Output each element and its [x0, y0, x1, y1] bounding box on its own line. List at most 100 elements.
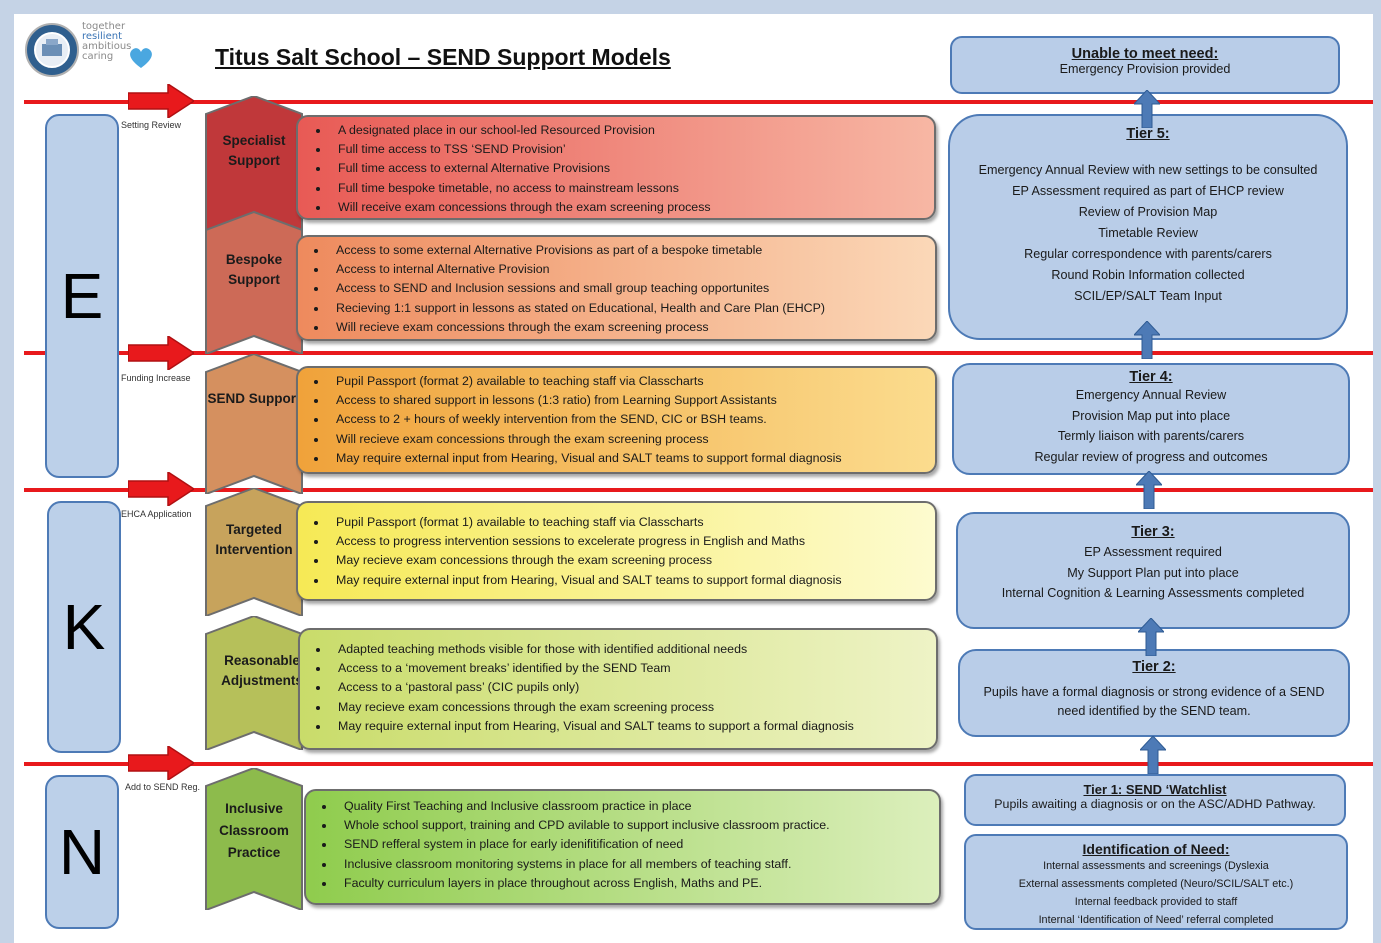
page-title: Titus Salt School – SEND Support Models: [215, 44, 671, 70]
up-arrow-icon: [1136, 471, 1162, 509]
bullet-item: Pupil Passport (format 2) available to t…: [328, 372, 927, 391]
panel-inclusive-classroom-practice: Quality First Teaching and Inclusive cla…: [304, 789, 941, 905]
right-arrow-icon: [128, 472, 194, 506]
tier-5: Tier 5: Emergency Annual Review with new…: [948, 114, 1348, 340]
bullet-item: Whole school support, training and CPD a…: [336, 816, 931, 835]
chevron-targeted-intervention: [205, 488, 303, 616]
heart-icon: [130, 48, 152, 68]
right-arrow-icon: [128, 746, 194, 780]
tier-line: EP Assessment required as part of EHCP r…: [1012, 184, 1284, 198]
chevron-label: Reasonable Adjustments: [221, 653, 303, 688]
tier-line: need identified by the SEND team.: [1057, 704, 1251, 718]
tier-1: Tier 1: SEND ‘Watchlist Pupils awaiting …: [964, 774, 1346, 826]
bullet-item: May require external input from Hearing,…: [328, 571, 927, 590]
bullet-item: Will recieve exam concessions through th…: [328, 430, 927, 449]
tier-line: Internal assessments and screenings (Dys…: [1043, 860, 1269, 872]
stage-letter-e: E: [45, 114, 119, 478]
chevron-specialist-support: [205, 96, 303, 230]
bullet-item: Access to progress intervention sessions…: [328, 532, 927, 551]
tier-3: Tier 3: EP Assessment required My Suppor…: [956, 512, 1350, 629]
bullet-item: May recieve exam concessions through the…: [330, 698, 928, 717]
tier-heading: Tier 2:: [1132, 659, 1176, 675]
bullet-item: Access to some external Alternative Prov…: [328, 241, 927, 260]
tier-line: Regular review of progress and outcomes: [1034, 449, 1268, 464]
logo-word-caring: caring: [82, 51, 114, 62]
school-crest-icon: [25, 23, 79, 77]
arrow-label-funding-increase: Funding Increase: [121, 373, 191, 383]
tier-2: Tier 2: Pupils have a formal diagnosis o…: [958, 649, 1350, 737]
tier-heading: Tier 5:: [1126, 126, 1170, 142]
tier-heading: Identification of Need:: [1082, 841, 1230, 857]
bullet-item: May recieve exam concessions through the…: [328, 551, 927, 570]
tier-line: Emergency Annual Review with new setting…: [978, 163, 1318, 177]
right-arrow-icon: [128, 84, 194, 118]
up-arrow-icon: [1134, 321, 1160, 359]
stage-letter-n: N: [45, 775, 119, 929]
tier-line: Internal ‘Identification of Need’ referr…: [1038, 914, 1274, 926]
bullet-item: Access to a ‘pastoral pass’ (CIC pupils …: [330, 678, 928, 697]
bullet-item: Access to internal Alternative Provision: [328, 260, 927, 279]
tier-line: Regular correspondence with parents/care…: [1024, 247, 1272, 261]
bullet-item: Access to 2 + hours of weekly interventi…: [328, 410, 927, 429]
chevron-send-support: [205, 354, 303, 494]
tier-heading: Unable to meet need:: [1071, 46, 1219, 62]
tier-line: EP Assessment required: [1084, 545, 1222, 559]
tier-identification-of-need: Identification of Need: Internal assessm…: [964, 834, 1348, 930]
bullet-item: May require external input from Hearing,…: [330, 717, 928, 736]
chevron-label: Inclusive Classroom Practice: [219, 801, 289, 860]
bullet-item: Quality First Teaching and Inclusive cla…: [336, 797, 931, 816]
logo-word-resilient: resilient: [82, 31, 122, 42]
bullet-item: Full time access to external Alternative…: [330, 159, 926, 178]
bullet-item: Pupil Passport (format 1) available to t…: [328, 513, 927, 532]
stage-divider-line: [24, 100, 1373, 104]
arrow-label-setting-review: Setting Review: [121, 120, 182, 130]
up-arrow-icon: [1134, 90, 1160, 128]
arrow-label-add-to-send-reg: Add to SEND Reg.: [125, 782, 201, 792]
chevron-label: Targeted Intervention: [215, 522, 293, 557]
tier-line: Provision Map put into place: [1071, 408, 1231, 423]
chevron-label: Specialist Support: [222, 133, 286, 168]
logo-values: together resilient ambitious caring: [82, 22, 131, 62]
chevron-label: Bespoke Support: [225, 252, 283, 287]
bullet-item: SEND refferal system in place for early …: [336, 835, 931, 854]
tier-4: Tier 4: Emergency Annual Review Provisio…: [952, 363, 1350, 475]
stage-letter-k: K: [47, 501, 121, 753]
bullet-item: Adapted teaching methods visible for tho…: [330, 640, 928, 659]
bullet-item: Will recieve exam concessions through th…: [328, 318, 927, 337]
bullet-item: Full time bespoke timetable, no access t…: [330, 179, 926, 198]
tier-line: Pupils have a formal diagnosis or strong…: [983, 685, 1325, 699]
bullet-item: May require external input from Hearing,…: [328, 449, 927, 468]
bullet-item: Access to a ‘movement breaks’ identified…: [330, 659, 928, 678]
bullet-item: Faculty curriculum layers in place throu…: [336, 874, 931, 893]
tier-line: Emergency Provision provided: [1059, 62, 1231, 76]
bullet-item: Full time access to TSS ‘SEND Provision’: [330, 140, 926, 159]
tier-line: Internal feedback provided to staff: [1074, 896, 1238, 908]
tier-line: SCIL/EP/SALT Team Input: [1074, 289, 1222, 303]
tier-heading: Tier 4:: [1129, 369, 1173, 385]
stage-divider-line: [24, 762, 1373, 766]
bullet-item: Will receive exam concessions through th…: [330, 198, 926, 217]
bullet-item: Access to shared support in lessons (1:3…: [328, 391, 927, 410]
tier-line: Emergency Annual Review: [1075, 388, 1227, 402]
bullet-item: Inclusive classroom monitoring systems i…: [336, 855, 931, 874]
up-arrow-icon: [1140, 736, 1166, 774]
panel-bespoke-support: Access to some external Alternative Prov…: [296, 235, 937, 341]
tier-line: External assessments completed (Neuro/SC…: [1018, 878, 1294, 890]
tier-heading: Tier 3:: [1131, 524, 1175, 540]
chevron-bespoke-support: [205, 212, 303, 354]
stage-divider-line: [24, 488, 1373, 492]
chevron-inclusive-classroom-practice: [205, 768, 303, 910]
tier-line: My Support Plan put into place: [1067, 565, 1239, 580]
bullet-item: A designated place in our school-led Res…: [330, 121, 926, 140]
panel-targeted-intervention: Pupil Passport (format 1) available to t…: [296, 501, 937, 601]
tier-line: Termly liaison with parents/carers: [1057, 429, 1245, 443]
logo-word-together: together: [82, 21, 126, 32]
arrow-label-ehca-application: EHCA Application: [121, 509, 192, 519]
chevron-label: SEND Support: [207, 391, 301, 406]
right-arrow-icon: [128, 336, 194, 370]
tier-line: Round Robin Information collected: [1051, 268, 1245, 282]
tier-heading: Tier 1: SEND ‘Watchlist: [1083, 782, 1227, 797]
logo-word-ambitious: ambitious: [82, 41, 132, 52]
chevron-reasonable-adjustments: [205, 616, 303, 750]
bullet-item: Access to SEND and Inclusion sessions an…: [328, 279, 927, 298]
